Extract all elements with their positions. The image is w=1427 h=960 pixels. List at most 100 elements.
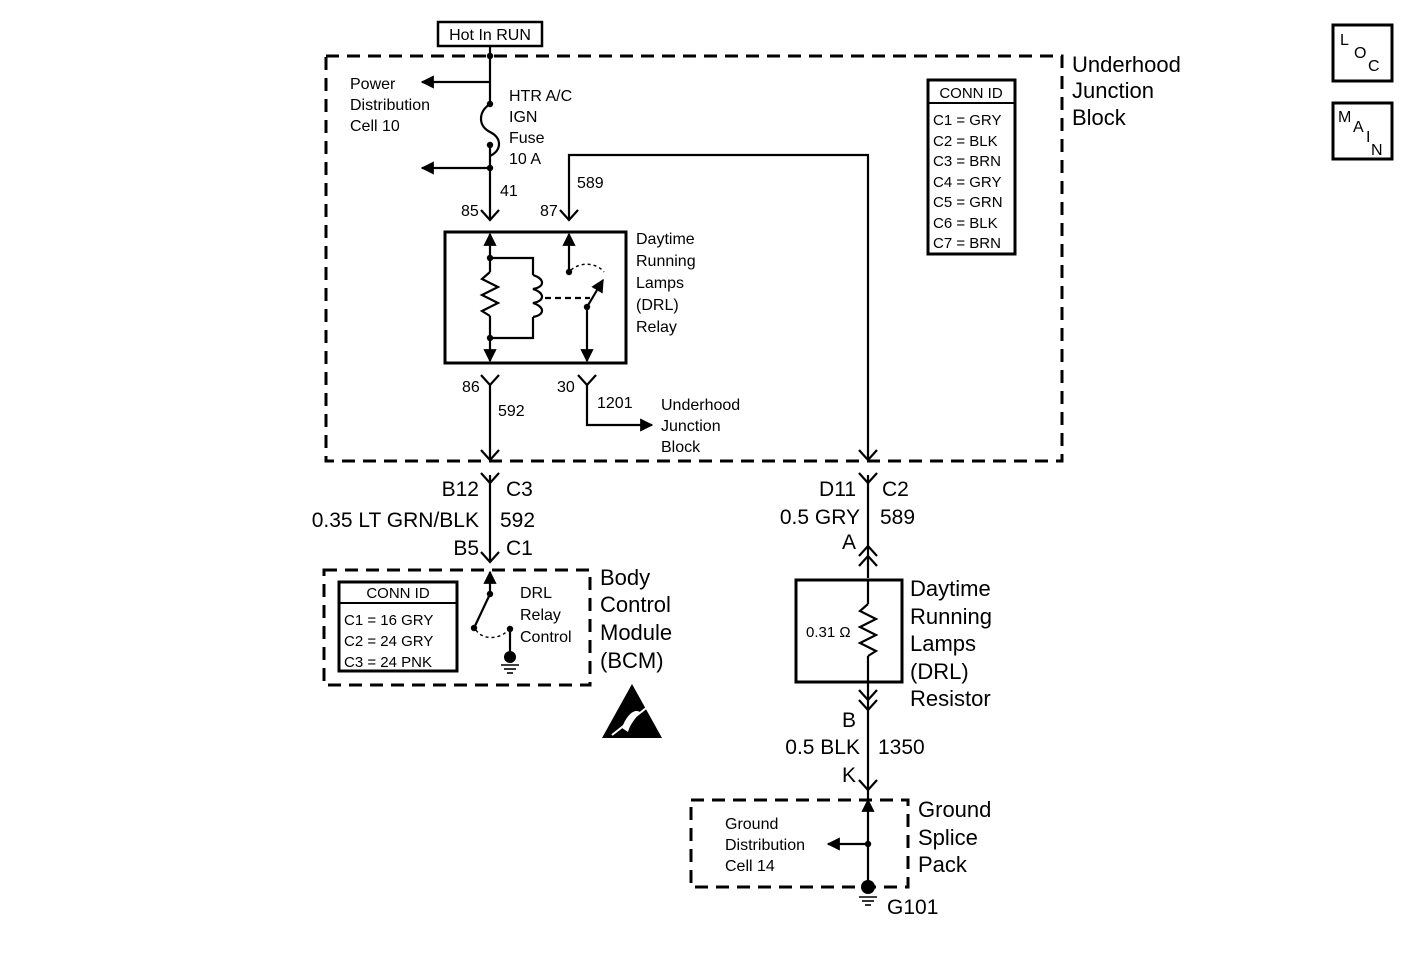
circuit-1201-wire [577,374,654,432]
pin-85-connector [480,209,500,222]
ground-splice-pack-boundary [689,798,910,889]
circuit-589-label: 589 [577,175,604,192]
main-button[interactable]: M A I N [1331,101,1394,161]
pin-30-label: 30 [557,379,575,396]
svg-text:IGN: IGN [509,109,537,126]
ground-distribution-label: Ground Distribution Cell 14 [725,816,805,875]
bcm-drl-relay-control-label: DRL Relay Control [520,585,572,646]
wire-0-5-gry-label: 0.5 GRY [780,506,860,529]
drl-relay-label: Daytime Running Lamps (DRL) Relay [636,231,696,336]
drl-resistor [794,578,904,684]
power-distribution-label: Power Distribution Cell 10 [350,76,430,135]
svg-text:Distribution: Distribution [725,837,805,854]
circuit-592-harness-label: 592 [500,509,535,532]
svg-text:C1 = 16 GRY: C1 = 16 GRY [344,612,433,629]
svg-text:Ground: Ground [725,816,778,833]
svg-text:C: C [1368,58,1380,75]
ground-splice-pack-internal [826,798,877,906]
svg-text:C2 = 24 GRY: C2 = 24 GRY [344,633,433,650]
right-harness-wire [858,472,878,578]
svg-text:C2 = BLK: C2 = BLK [933,133,998,150]
pin-b5-label: B5 [453,537,479,560]
relay-switch-blade [586,278,604,308]
ground-harness-wire [858,682,878,800]
svg-text:L: L [1340,32,1349,49]
svg-text:Relay: Relay [520,607,561,624]
uhjb-destination-label: Underhood Junction Block [661,397,740,456]
bcm-boundary [322,568,592,687]
svg-text:Daytime: Daytime [910,576,991,601]
svg-text:Cell 14: Cell 14 [725,858,775,875]
conn-c1-label: C1 [506,537,533,560]
svg-text:Splice: Splice [918,825,978,850]
circuit-1201-label: 1201 [597,395,633,412]
pin-87-label: 87 [540,203,558,220]
svg-text:Control: Control [600,592,671,617]
svg-text:(DRL): (DRL) [910,659,969,684]
svg-text:Cell 10: Cell 10 [350,118,400,135]
svg-text:(BCM): (BCM) [600,648,664,673]
wire-0-35-lt-grn-blk-label: 0.35 LT GRN/BLK [312,509,479,532]
svg-text:Underhood: Underhood [1072,52,1181,77]
svg-text:N: N [1371,142,1383,159]
pin-86-label: 86 [462,379,480,396]
svg-text:Block: Block [1072,105,1127,130]
pin-a-label: A [842,531,856,554]
svg-text:Relay: Relay [636,319,677,336]
svg-text:CONN ID: CONN ID [939,85,1003,102]
conn-c2-label: C2 [882,478,909,501]
svg-text:Fuse: Fuse [509,130,545,147]
svg-text:Power: Power [350,76,396,93]
bcm-title: Body Control Module (BCM) [600,565,672,673]
underhood-junction-block-title: Underhood Junction Block [1072,52,1181,130]
resistor-zigzag [857,603,879,657]
circuit-589-wire [559,153,878,462]
ground-g101-label: G101 [887,896,938,919]
relay-coil [532,273,544,319]
svg-text:Lamps: Lamps [636,275,684,292]
svg-text:C4 = GRY: C4 = GRY [933,174,1002,191]
svg-text:Daytime: Daytime [636,231,695,248]
ground-splice-pack-title: Ground Splice Pack [918,797,991,877]
fuse-feed-circuit [420,46,501,222]
svg-text:Module: Module [600,620,672,645]
svg-text:C6 = BLK: C6 = BLK [933,215,998,232]
pin-85-label: 85 [461,203,479,220]
pin-d11-label: D11 [819,478,856,501]
left-harness-wire [480,472,500,564]
loc-button[interactable]: L O C [1331,23,1394,83]
svg-text:Lamps: Lamps [910,631,976,656]
svg-text:O: O [1354,45,1366,62]
drl-relay [443,230,628,365]
svg-text:DRL: DRL [520,585,552,602]
svg-text:Running: Running [636,253,696,270]
svg-text:Junction: Junction [661,418,721,435]
svg-text:M: M [1338,109,1351,126]
fuse-label: HTR A/C IGN Fuse 10 A [509,88,572,168]
pin-b-label: B [842,709,856,732]
bcm-drl-control-switch [470,570,519,674]
esd-warning-icon [602,684,662,738]
pin-b12-label: B12 [442,478,479,501]
hot-in-run-text: Hot In RUN [449,27,531,44]
hot-in-run-label: Hot In RUN [436,20,544,48]
svg-text:Distribution: Distribution [350,97,430,114]
fuse-element [479,103,501,157]
svg-text:Junction: Junction [1072,78,1154,103]
wire-0-5-blk-label: 0.5 BLK [785,736,860,759]
svg-text:Underhood: Underhood [661,397,740,414]
svg-text:Running: Running [910,604,992,629]
bcm-conn-id-table: CONN ID C1 = 16 GRY C2 = 24 GRY C3 = 24 … [337,580,459,673]
svg-text:C7 = BRN: C7 = BRN [933,235,1001,252]
svg-text:Resistor: Resistor [910,686,991,711]
conn-c3-label: C3 [506,478,533,501]
underhood-junction-block-boundary [324,54,1064,463]
svg-text:C3 = 24 PNK: C3 = 24 PNK [344,654,432,671]
pin-k-label: K [842,764,856,787]
resistor-value-label: 0.31 Ω [806,624,851,641]
svg-text:CONN ID: CONN ID [366,585,430,602]
svg-text:Ground: Ground [918,797,991,822]
svg-text:(DRL): (DRL) [636,297,679,314]
svg-text:Control: Control [520,629,572,646]
